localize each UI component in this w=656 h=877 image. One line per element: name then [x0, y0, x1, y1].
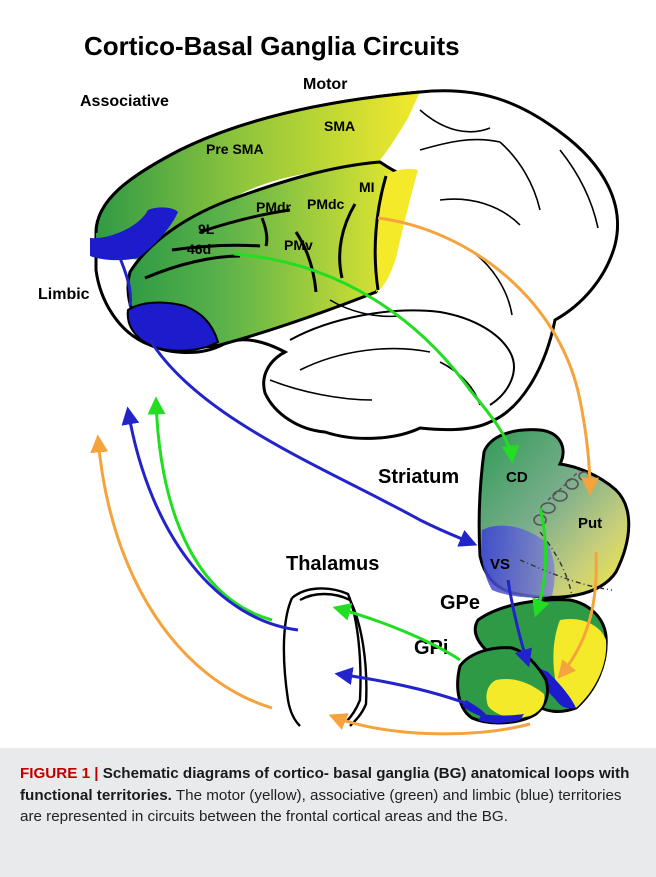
- label-mi: MI: [359, 179, 375, 195]
- figure-caption: FIGURE 1 | Schematic diagrams of cortico…: [0, 748, 656, 877]
- figure-title: Cortico-Basal Ganglia Circuits: [84, 31, 460, 61]
- thalamus: [284, 588, 366, 726]
- label-pmdc: PMdc: [307, 196, 345, 212]
- label-gpe: GPe: [440, 592, 480, 614]
- brain-cortex: [90, 91, 618, 439]
- label-gpi: GPi: [414, 637, 448, 659]
- globus-pallidus: [458, 600, 607, 723]
- label-thalamus: Thalamus: [286, 553, 379, 575]
- label-put: Put: [578, 515, 602, 532]
- label-striatum: Striatum: [378, 466, 459, 488]
- label-associative: Associative: [80, 93, 169, 110]
- label-motor: Motor: [303, 76, 347, 93]
- label-limbic: Limbic: [38, 286, 90, 303]
- label-46d: 46d: [187, 241, 211, 257]
- label-pmv: PMv: [284, 237, 313, 253]
- label-cd: CD: [506, 469, 528, 486]
- label-pmdr: PMdr: [256, 199, 292, 215]
- caption-figure-number: FIGURE 1 |: [20, 765, 103, 782]
- label-vs: VS: [490, 556, 510, 573]
- label-pre-sma: Pre SMA: [206, 141, 264, 157]
- label-sma: SMA: [324, 118, 355, 134]
- label-9l: 9L: [198, 221, 215, 237]
